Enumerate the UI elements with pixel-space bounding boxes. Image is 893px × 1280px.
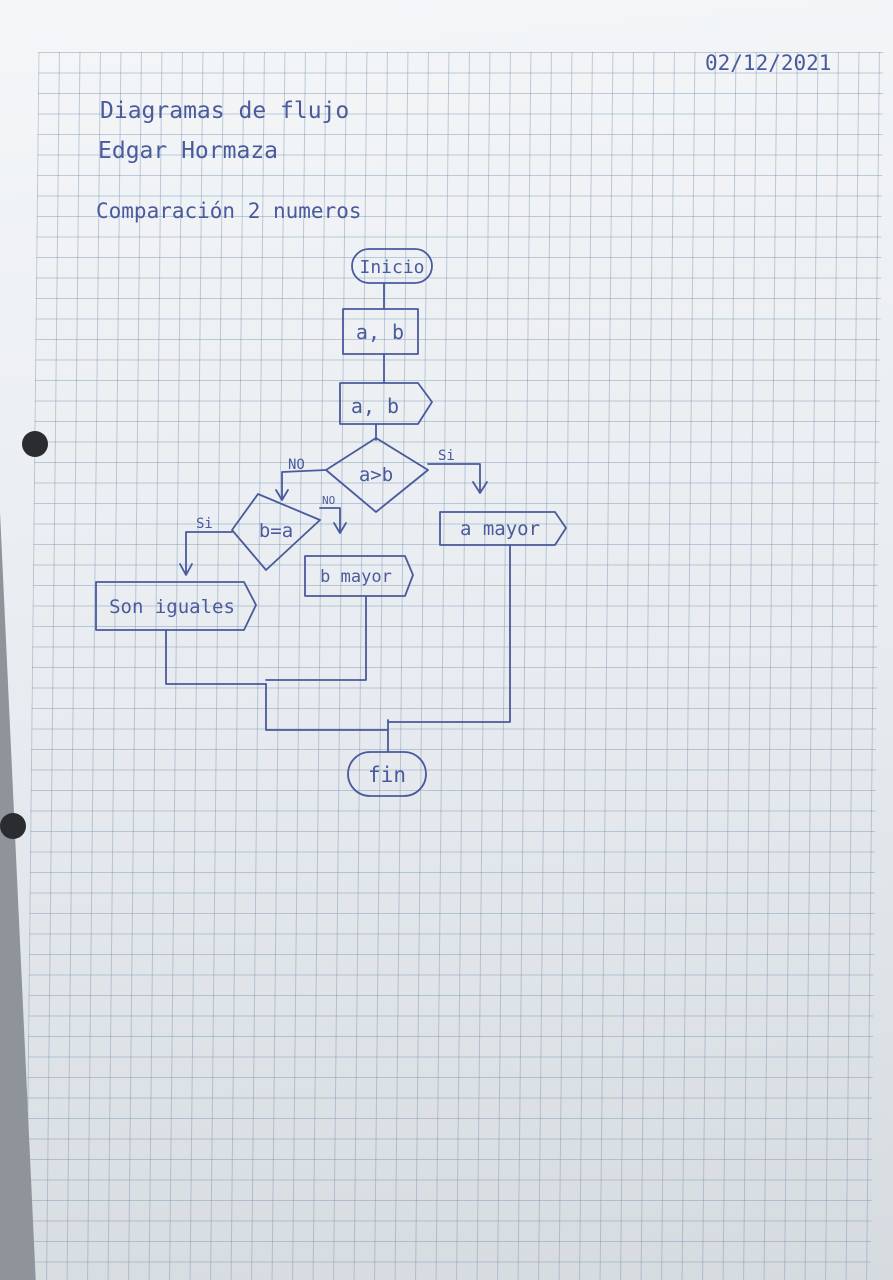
decision-diamond-b-eq-a bbox=[231, 493, 321, 571]
connector-b-to-merge bbox=[265, 595, 367, 681]
connector-yes-branch bbox=[427, 463, 481, 493]
yes-label-1: Si bbox=[438, 448, 455, 464]
out-b-label: b mayor bbox=[320, 567, 392, 587]
connector-merge-left bbox=[265, 683, 389, 731]
arrow-head-no bbox=[275, 489, 289, 501]
declare-process-box bbox=[342, 308, 419, 355]
read-label: a, b bbox=[351, 394, 399, 418]
end-terminator bbox=[347, 751, 427, 797]
no-label-1: NO bbox=[288, 457, 305, 473]
yes-label-2: Si bbox=[196, 516, 213, 532]
page-title: Diagramas de flujo bbox=[100, 98, 349, 124]
start-terminator bbox=[351, 248, 433, 284]
decision-diamond-a-gt-b bbox=[325, 437, 429, 513]
exercise-subtitle: Comparación 2 numeros bbox=[96, 199, 362, 223]
connector-yes-branch-2 bbox=[185, 531, 233, 575]
declare-label: a, b bbox=[356, 320, 404, 344]
start-label: Inicio bbox=[359, 257, 424, 278]
binder-hole-top bbox=[22, 431, 48, 457]
arrow-head-yes bbox=[472, 481, 488, 494]
binder-hole-bottom bbox=[0, 813, 26, 839]
connector-no-branch bbox=[281, 469, 327, 501]
decision-2-label: b=a bbox=[259, 520, 293, 542]
output-a-greater bbox=[439, 511, 567, 546]
author-name: Edgar Hormaza bbox=[98, 138, 278, 164]
read-input-shape bbox=[339, 382, 433, 425]
out-a-label: a mayor bbox=[460, 518, 540, 540]
no-label-2: NO bbox=[322, 494, 335, 507]
arrow-head-yes-2 bbox=[179, 563, 193, 576]
decision-1-label: a>b bbox=[359, 464, 393, 486]
output-equal bbox=[95, 581, 257, 631]
end-label: fin bbox=[368, 763, 406, 787]
connector-equal-to-merge bbox=[165, 629, 267, 685]
date-text: 02/12/2021 bbox=[705, 51, 831, 75]
connector-a-to-merge bbox=[387, 544, 511, 723]
arrow-head-no-2 bbox=[333, 522, 347, 534]
connector-no-branch-2 bbox=[319, 507, 341, 533]
out-equal-label: Son iguales bbox=[109, 596, 235, 618]
output-b-greater bbox=[304, 555, 414, 597]
